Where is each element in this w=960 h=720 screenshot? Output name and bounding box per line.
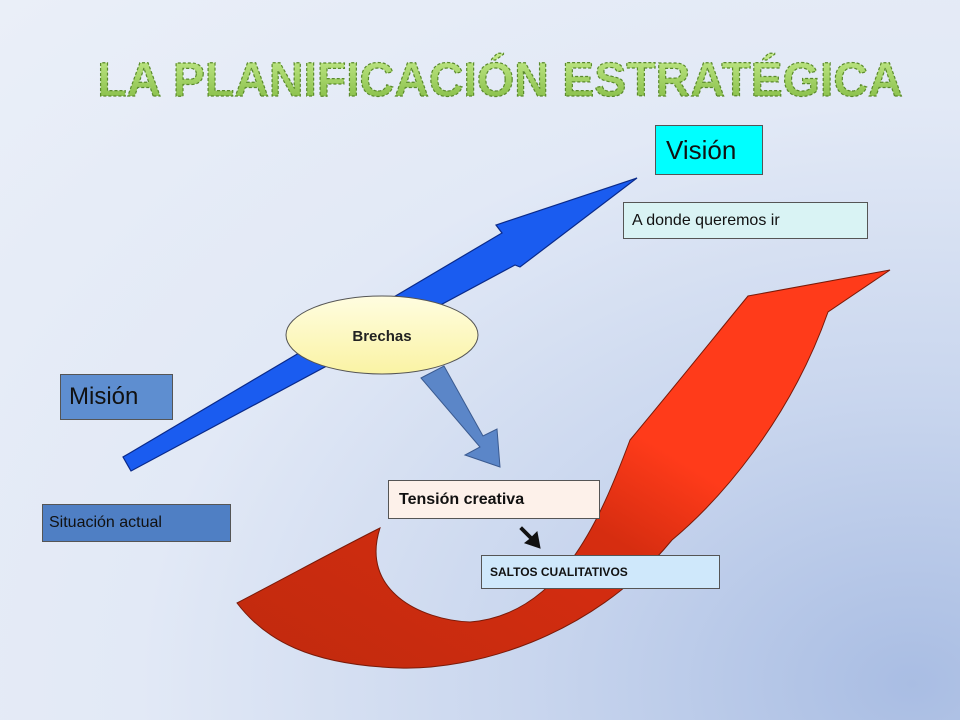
situacion-actual-label: Situación actual [49,514,162,531]
page-title: LA PLANIFICACIÓN ESTRATÉGICA [97,52,902,107]
vision-box: Visión [655,125,763,175]
mision-box: Misión [60,374,173,420]
brechas-down-arrow [420,365,501,468]
brechas-ellipse [285,295,479,375]
tension-creativa-box: Tensión creativa [388,480,600,519]
tension-to-saltos-arrow [519,526,541,549]
mision-label: Misión [69,383,139,410]
saltos-cualitativos-box: SALTOS CUALITATIVOS [481,555,720,589]
brechas-label: Brechas [352,328,411,345]
vision-label: Visión [666,134,737,165]
vision-description-box: A donde queremos ir [623,202,868,239]
growth-curved-arrow [236,269,891,669]
vision-description: A donde queremos ir [632,211,780,229]
saltos-cualitativos-label: SALTOS CUALITATIVOS [490,565,628,579]
situacion-actual-box: Situación actual [42,504,231,542]
tension-creativa-label: Tensión creativa [399,490,525,508]
